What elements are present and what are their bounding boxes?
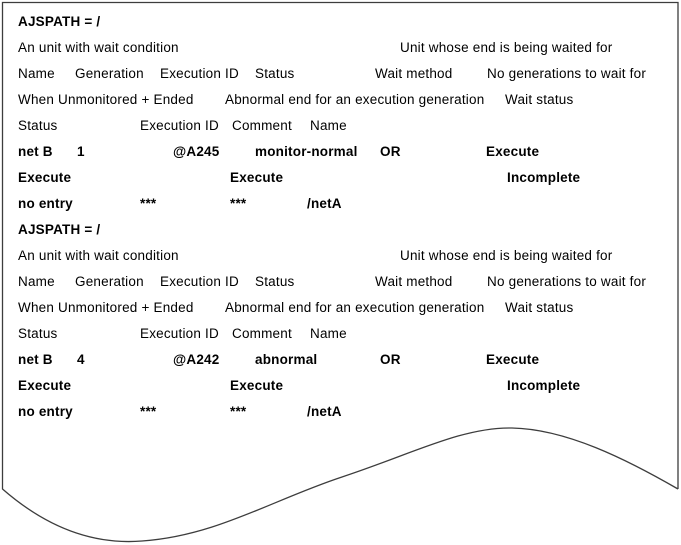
output-text: When Unmonitored + Ended [18, 92, 194, 107]
output-line: Execute Execute Incomplete [0, 169, 681, 187]
output-text: No generations to wait for [487, 274, 647, 289]
output-text: Wait method [375, 66, 453, 81]
output-text: *** [230, 196, 247, 211]
output-text: Unit whose end is being waited for [400, 248, 613, 263]
output-text: Generation [75, 274, 144, 289]
output-text: Status [18, 118, 58, 133]
output-text: Comment [232, 326, 292, 341]
output-line: no entry *** *** /netA [0, 403, 681, 421]
output-text: OR [380, 352, 401, 367]
output-text: Status [255, 274, 295, 289]
output-line: When Unmonitored + Ended Abnormal end for… [0, 91, 681, 109]
output-text: Comment [232, 118, 292, 133]
output-text: Execute [230, 170, 284, 185]
output-text: An unit with wait condition [18, 248, 179, 263]
output-text: *** [140, 404, 157, 419]
output-text: Wait status [505, 300, 574, 315]
output-text: *** [230, 404, 247, 419]
output-text: Execute [486, 352, 540, 367]
output-text: Execute [18, 170, 72, 185]
output-text: /netA [307, 404, 342, 419]
output-text: no entry [18, 404, 73, 419]
output-text: Incomplete [507, 378, 581, 393]
output-text: AJSPATH = / [18, 14, 101, 29]
output-line: no entry *** *** /netA [0, 195, 681, 213]
output-line: Name Generation Execution ID Status Wait met… [0, 273, 681, 291]
output-text: @A245 [173, 144, 220, 159]
output-line: AJSPATH = / [0, 221, 681, 239]
output-line: An unit with wait condition Unit whose en… [0, 247, 681, 265]
output-text: Status [18, 326, 58, 341]
output-text: Generation [75, 66, 144, 81]
output-line: When Unmonitored + Ended Abnormal end for… [0, 299, 681, 317]
output-text: Execution ID [140, 326, 219, 341]
output-text: Abnormal end for an execution generation [225, 92, 485, 107]
output-text: When Unmonitored + Ended [18, 300, 194, 315]
output-text: abnormal [255, 352, 318, 367]
output-text: no entry [18, 196, 73, 211]
output-line: An unit with wait condition Unit whose en… [0, 39, 681, 57]
output-text: *** [140, 196, 157, 211]
output-text: Name [310, 118, 347, 133]
output-text: Name [18, 274, 55, 289]
output-line: Execute Execute Incomplete [0, 377, 681, 395]
output-text: OR [380, 144, 401, 159]
output-text: /netA [307, 196, 342, 211]
output-line: AJSPATH = / [0, 13, 681, 31]
output-text: Unit whose end is being waited for [400, 40, 613, 55]
output-text: 1 [77, 144, 85, 159]
output-text: AJSPATH = / [18, 222, 101, 237]
output-text: Wait method [375, 274, 453, 289]
output-line: Status Execution ID Comment Name [0, 325, 681, 343]
output-text: Abnormal end for an execution generation [225, 300, 485, 315]
output-text: Execute [230, 378, 284, 393]
output-text: Wait status [505, 92, 574, 107]
output-text: Incomplete [507, 170, 581, 185]
output-text: Status [255, 66, 295, 81]
output-text: Name [310, 326, 347, 341]
output-text: Execution ID [160, 274, 239, 289]
output-text: net B [18, 352, 53, 367]
output-text: monitor-normal [255, 144, 358, 159]
output-text: @A242 [173, 352, 220, 367]
output-line: net B 1 @A245 monitor-normal OR Execute [0, 143, 681, 161]
output-text: Execute [18, 378, 72, 393]
output-text: net B [18, 144, 53, 159]
output-line: Name Generation Execution ID Status Wait met… [0, 65, 681, 83]
output-line: Status Execution ID Comment Name [0, 117, 681, 135]
output-text: No generations to wait for [487, 66, 647, 81]
output-text: 4 [77, 352, 85, 367]
output-text: Name [18, 66, 55, 81]
output-text: An unit with wait condition [18, 40, 179, 55]
output-text: Execute [486, 144, 540, 159]
output-line: net B 4 @A242 abnormal OR Execute [0, 351, 681, 369]
output-text: Execution ID [140, 118, 219, 133]
output-text: Execution ID [160, 66, 239, 81]
